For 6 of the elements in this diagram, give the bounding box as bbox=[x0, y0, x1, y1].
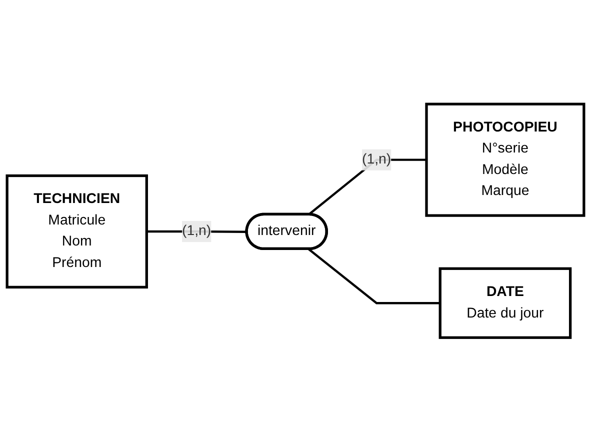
node-box: TECHNICIEN Matricule Nom Prénom bbox=[6, 174, 148, 288]
node-box: DATE Date du jour bbox=[438, 266, 572, 339]
connector bbox=[308, 248, 440, 304]
edge-label: (1,n) bbox=[182, 223, 212, 238]
node-box: PHOTOCOPIEU N°serie Modèle Marque bbox=[425, 102, 586, 217]
edge-label: (1,n) bbox=[362, 152, 392, 167]
